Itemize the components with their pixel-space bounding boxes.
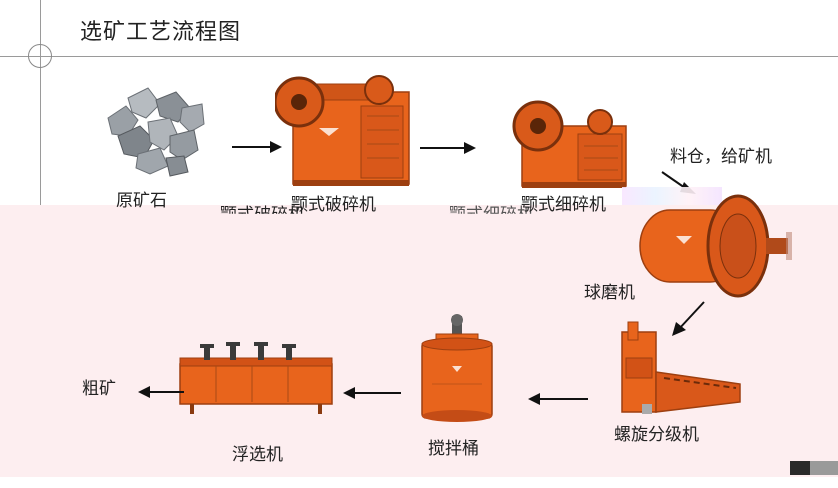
fine-crusher-image (512, 100, 627, 188)
fine-crusher-sub-label: 颚式细碎机 (449, 200, 534, 214)
arrow-left-icon (138, 386, 184, 398)
arrow-left-icon (343, 387, 401, 399)
jaw-crusher-image (275, 75, 410, 186)
raw-ore-label: 原矿石 (116, 191, 167, 211)
arrow-right-icon (420, 142, 476, 154)
corner-marker (790, 461, 838, 475)
agitator-label: 搅拌桶 (428, 439, 479, 459)
raw-ore-image (107, 87, 205, 177)
agitator-image (421, 314, 493, 422)
classifier-label: 螺旋分级机 (614, 425, 699, 445)
fine-crusher-label: 颚式细碎机 (521, 195, 606, 215)
header-rule (0, 56, 838, 57)
jaw-crusher-sub-label: 颚式破碎机 (220, 200, 305, 214)
arrow-left-icon (528, 393, 588, 405)
jaw-crusher-label: 颚式破碎机 (291, 195, 376, 215)
spiral-classifier-image (621, 321, 741, 414)
margin-rule (40, 0, 41, 205)
feed-bin-label: 料仓，给矿机 (670, 147, 772, 167)
flotation-machine-image (179, 342, 333, 414)
ball-mill-label: 球磨机 (584, 283, 635, 303)
ball-mill-image (639, 194, 792, 298)
arrow-down-left-icon (672, 301, 705, 336)
page-title: 选矿工艺流程图 (80, 20, 242, 45)
arrow-right-icon (232, 141, 282, 153)
flotation-label: 浮选机 (232, 445, 283, 465)
crosshair-icon (28, 44, 52, 68)
concentrate-label: 粗矿 (82, 379, 116, 399)
blurred-strip (622, 187, 722, 205)
